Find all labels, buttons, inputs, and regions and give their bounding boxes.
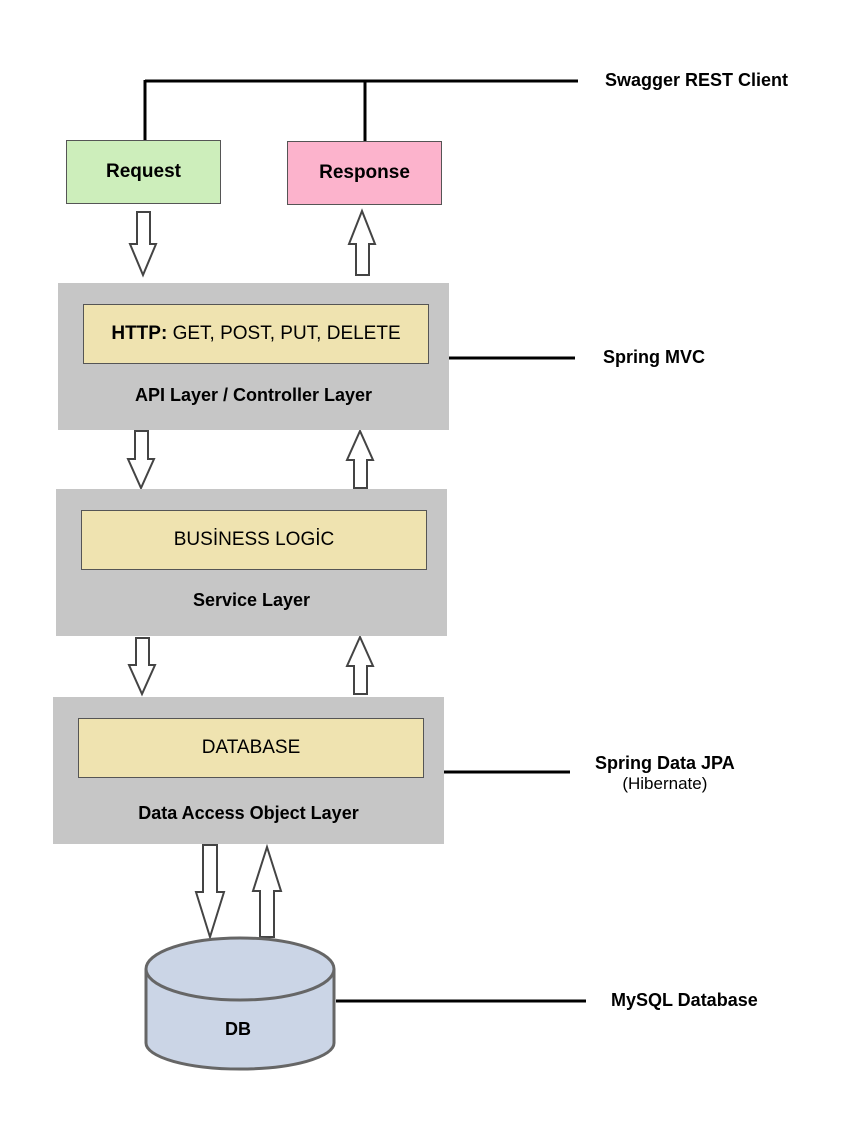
service-layer: BUSİNESS LOGİC Service Layer xyxy=(56,489,447,636)
request-label: Request xyxy=(106,161,181,182)
arrow-down-dao xyxy=(194,844,226,941)
client-bus xyxy=(143,79,578,141)
database-box: DATABASE xyxy=(78,718,424,778)
http-prefix: HTTP: xyxy=(111,323,168,344)
api-controller-layer: HTTP: GET, POST, PUT, DELETE API Layer /… xyxy=(58,283,449,430)
request-box: Request xyxy=(66,140,221,204)
dao-layer: DATABASE Data Access Object Layer xyxy=(53,697,444,844)
arrow-down-request xyxy=(128,211,158,278)
arrow-down-service xyxy=(127,637,157,697)
mysql-database-label: MySQL Database xyxy=(611,990,758,1010)
business-logic-text: BUSİNESS LOGİC xyxy=(173,529,335,550)
arrow-up-db xyxy=(251,843,283,938)
arrow-down-api xyxy=(126,430,156,491)
spring-data-jpa-text: Spring Data JPA xyxy=(595,753,735,773)
response-box: Response xyxy=(287,141,442,205)
spring-data-jpa-label: Spring Data JPA (Hibernate) xyxy=(595,753,735,794)
db-cylinder xyxy=(144,936,336,1071)
api-layer-title: API Layer / Controller Layer xyxy=(134,385,373,405)
arrow-up-response xyxy=(347,208,377,276)
business-logic-box: BUSİNESS LOGİC xyxy=(81,510,427,570)
spring-mvc-label: Spring MVC xyxy=(603,347,705,367)
dao-layer-title: Data Access Object Layer xyxy=(138,803,359,823)
response-label: Response xyxy=(319,162,410,183)
http-methods-box: HTTP: GET, POST, PUT, DELETE xyxy=(83,304,429,364)
service-layer-title: Service Layer xyxy=(192,590,311,610)
arrow-up-dao xyxy=(345,634,375,695)
http-methods: GET, POST, PUT, DELETE xyxy=(172,323,401,344)
arrow-up-service xyxy=(345,428,375,489)
hibernate-text: (Hibernate) xyxy=(622,774,708,793)
swagger-rest-client-label: Swagger REST Client xyxy=(605,70,789,90)
db-label: DB xyxy=(225,1019,251,1039)
database-text: DATABASE xyxy=(201,737,301,758)
